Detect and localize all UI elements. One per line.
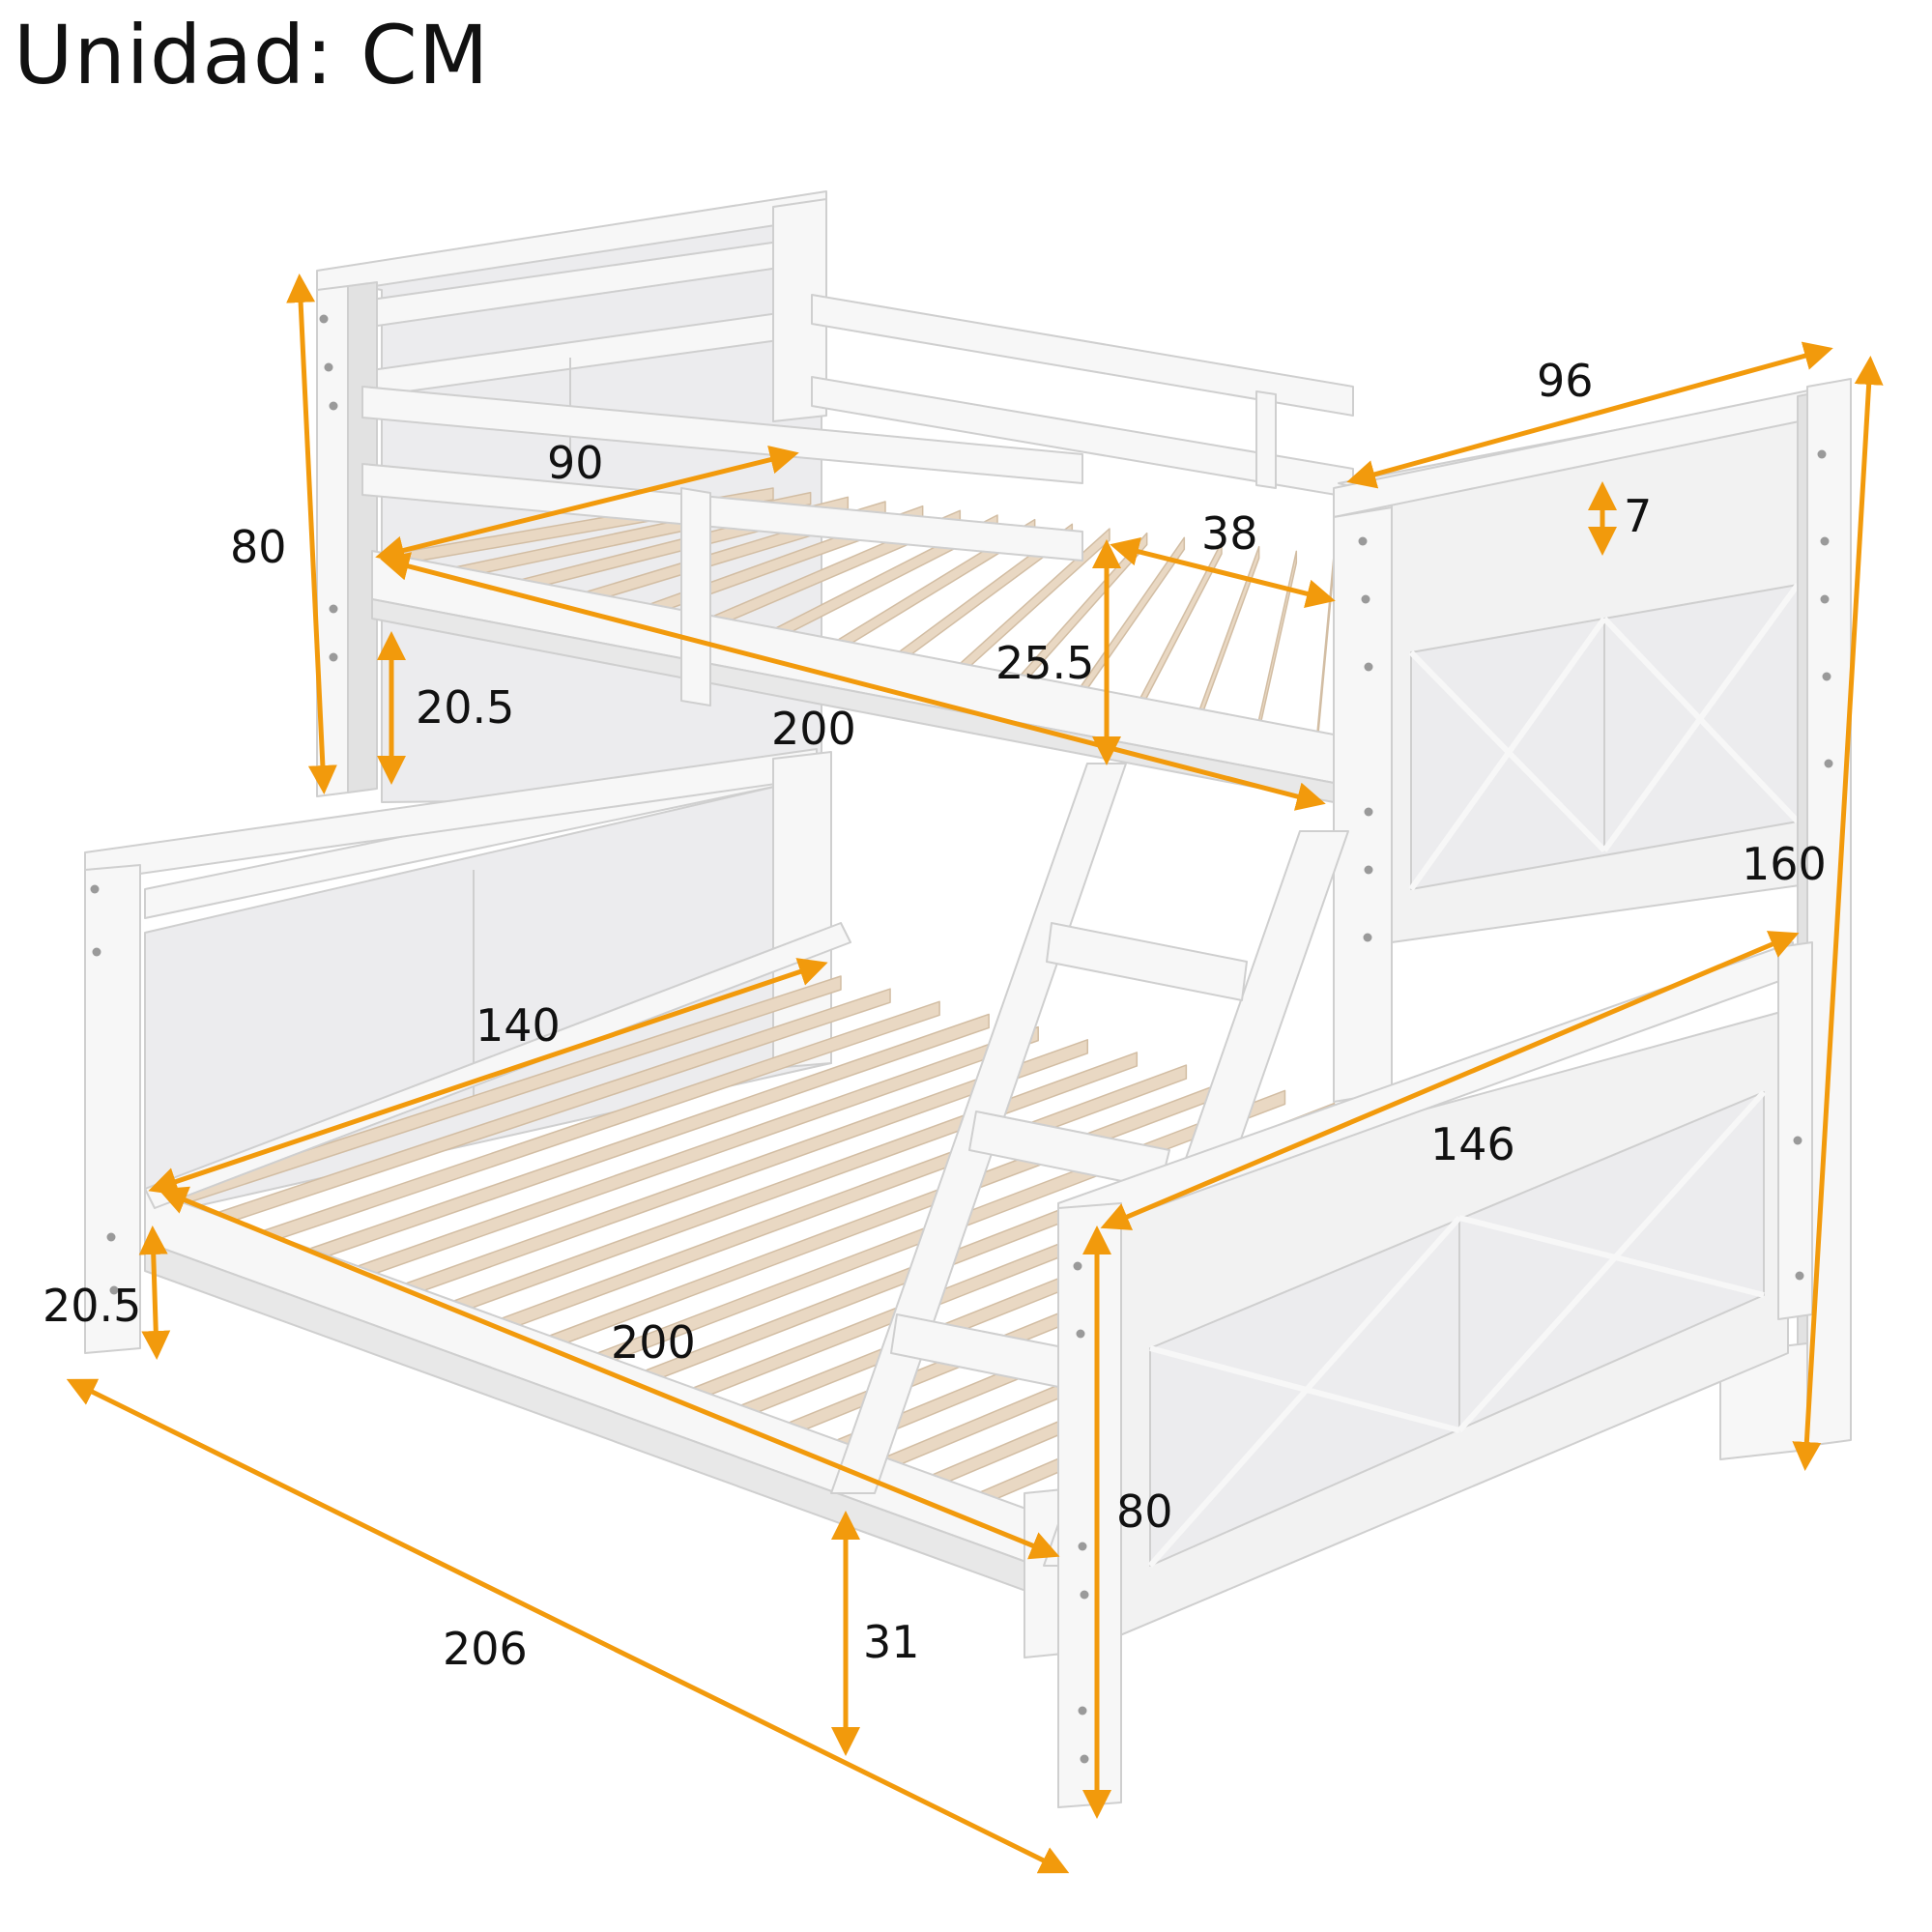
bolt-hole — [1822, 672, 1831, 681]
arrow-bottom-leg-height — [138, 1226, 171, 1360]
bolt-hole — [106, 1232, 116, 1242]
bolt-hole — [1361, 594, 1370, 604]
label-overall-width: 96 — [1537, 355, 1594, 407]
unit-title: Unidad: CM — [14, 8, 490, 102]
bolt-hole — [1358, 536, 1368, 546]
label-bottom-bunk-width: 140 — [476, 999, 561, 1052]
label-bottom-bunk-length: 200 — [611, 1316, 696, 1369]
dimension-arrows — [66, 274, 1884, 1874]
arrow-overall-width — [1346, 341, 1833, 489]
bolt-hole — [1078, 1542, 1087, 1551]
bolt-hole — [329, 652, 338, 662]
bolt-hole — [1793, 1136, 1802, 1145]
bolt-hole — [1364, 865, 1373, 875]
bunk-bed-illustration — [84, 190, 1852, 1808]
bolt-hole — [1073, 1261, 1082, 1271]
bolt-hole — [1824, 759, 1833, 768]
bolt-hole — [1080, 1754, 1089, 1764]
bolt-hole — [1363, 933, 1372, 942]
bolt-hole — [1795, 1271, 1804, 1281]
bolt-hole — [1820, 594, 1830, 604]
dimension-labels: 80 90 38 25.5 20.5 200 96 7 160 140 146 … — [43, 355, 1827, 1675]
arrow-top-headboard-height — [286, 274, 337, 794]
bolt-hole — [324, 362, 333, 372]
label-top-bunk-length: 200 — [771, 703, 856, 755]
bolt-hole — [109, 1285, 119, 1295]
label-overall-length: 206 — [443, 1623, 528, 1675]
arrow-top-bunk-width — [375, 445, 799, 565]
arrow-bottom-bunk-outer-width — [1100, 931, 1800, 1230]
bolt-hole — [1820, 536, 1830, 546]
arrow-overall-length — [66, 1378, 1070, 1874]
bolt-hole — [1817, 449, 1827, 459]
top-back-guardrails — [811, 294, 1354, 499]
label-top-bunk-width: 90 — [547, 437, 604, 489]
bolt-hole — [329, 604, 338, 614]
label-bottom-leg-height: 20.5 — [43, 1280, 141, 1332]
label-top-rail-thickness: 7 — [1624, 490, 1652, 542]
bolt-hole — [1076, 1329, 1085, 1339]
label-footboard-height: 80 — [1116, 1485, 1173, 1538]
label-bottom-frame-height: 31 — [863, 1616, 920, 1668]
bolt-hole — [329, 401, 338, 411]
label-overall-height: 160 — [1742, 838, 1827, 890]
bolt-hole — [319, 314, 329, 324]
bolt-hole — [92, 947, 101, 957]
label-top-headboard-height: 80 — [230, 521, 287, 573]
bolt-hole — [90, 884, 100, 894]
label-bottom-bunk-outer-width: 146 — [1430, 1118, 1515, 1170]
label-top-rail-height: 25.5 — [995, 637, 1094, 689]
bolt-hole — [1080, 1590, 1089, 1600]
bolt-hole — [1078, 1706, 1087, 1716]
arrow-bottom-bunk-width — [148, 958, 828, 1196]
arrow-overall-height — [1792, 356, 1884, 1471]
arrow-top-bunk-length — [380, 552, 1326, 811]
bolt-hole — [1364, 807, 1373, 817]
bolt-hole — [1364, 662, 1373, 672]
label-top-leg-height: 20.5 — [416, 681, 514, 734]
label-top-guardrail-gap: 38 — [1201, 507, 1258, 560]
